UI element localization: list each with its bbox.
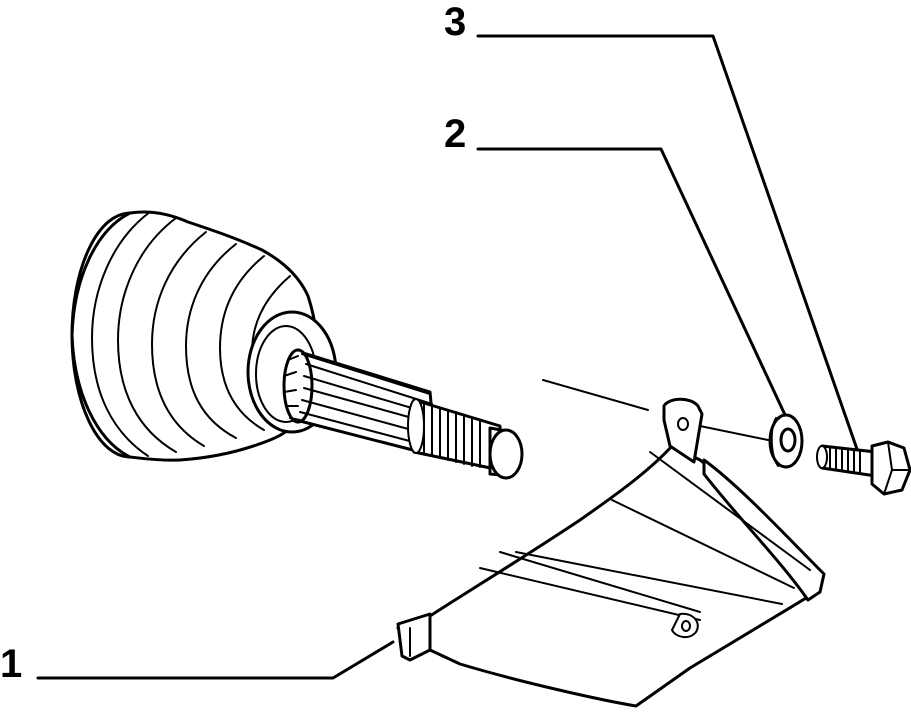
washer [770,415,802,467]
hex-bolt [817,442,910,494]
pilot-end [490,428,522,478]
splined-shaft [284,350,436,456]
cv-joint-boot [72,212,336,460]
leader-line-1 [38,642,393,678]
callout-3: 3 [444,0,467,44]
callout-1: 1 [0,642,23,686]
leader-line-2 [478,149,786,417]
heat-shield-plate [398,399,824,706]
axis-line [543,380,768,440]
callout-2: 2 [444,112,467,156]
threaded-end [408,399,500,470]
leader-line-3 [478,36,858,452]
